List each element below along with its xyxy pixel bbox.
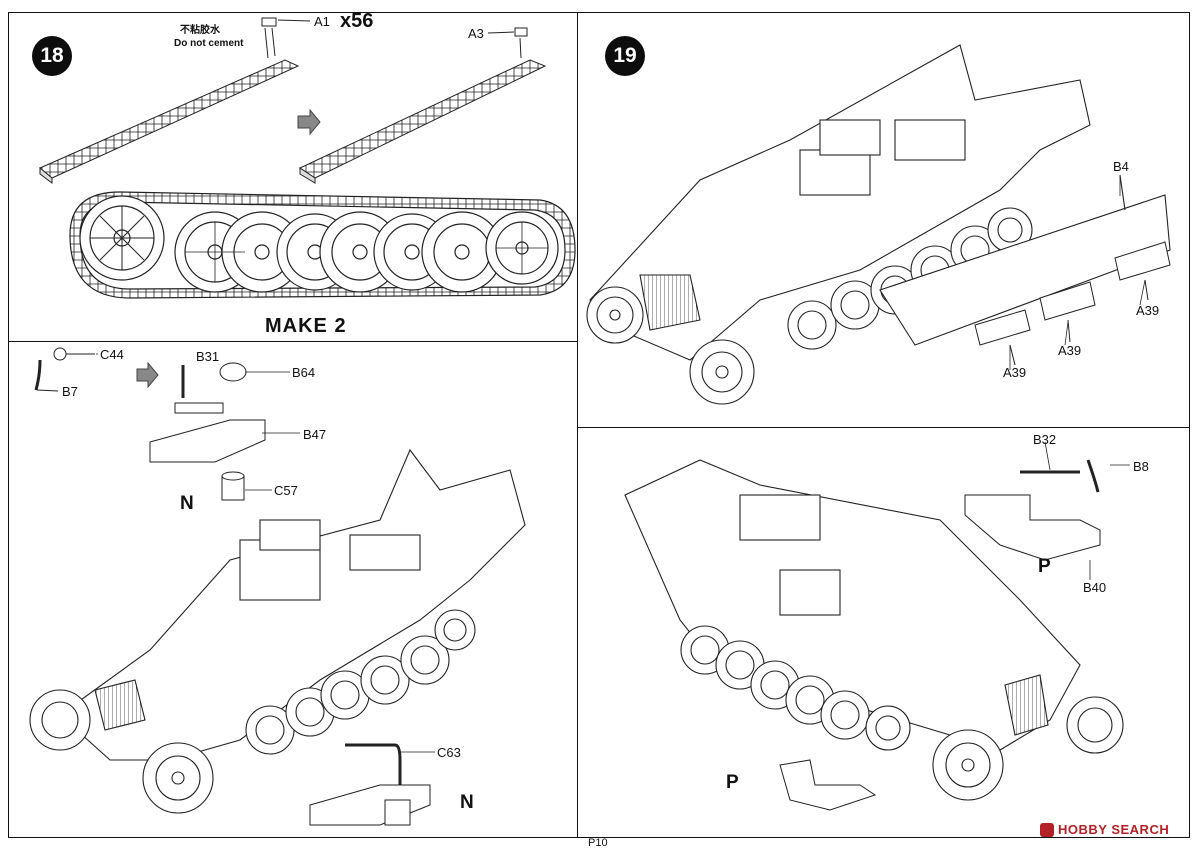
halftrack-hull-drawing-left [29, 448, 526, 814]
leader-lines [96, 176, 1146, 753]
part-label-a3: A3 [468, 26, 484, 41]
part-label-b7: B7 [62, 384, 78, 399]
track-part-a1-drawing [261, 17, 311, 59]
do-not-cement-note-cn: 不粘胶水 [180, 25, 220, 36]
fuel-pedestal-drawing [149, 362, 266, 501]
watermark: HOBBY SEARCH [1040, 822, 1169, 837]
part-label-b8: B8 [1133, 459, 1149, 474]
track-assembly-drawing [69, 191, 576, 299]
part-label-c63: C63 [437, 745, 461, 760]
track-part-a3-drawing [487, 27, 528, 59]
marker-p-top: P [1038, 556, 1051, 577]
track-segment-right [298, 59, 547, 184]
watermark-logo-icon [1040, 822, 1054, 837]
halftrack-hull-drawing-top [586, 44, 1091, 405]
marker-n-top: N [180, 493, 194, 514]
part-label-c57: C57 [274, 483, 298, 498]
part-label-a39-middle: A39 [1058, 343, 1082, 358]
part-label-b47: B47 [303, 427, 327, 442]
page-number: P10 [588, 837, 608, 849]
part-label-a39-right: A39 [1136, 303, 1160, 318]
make-quantity-label: MAKE 2 [265, 315, 347, 337]
storage-box-a39-drawings [974, 241, 1171, 366]
part-label-b64: B64 [292, 365, 316, 380]
marker-n-bottom: N [460, 792, 474, 813]
part-label-c44: C44 [100, 347, 124, 362]
part-label-b4: B4 [1113, 159, 1129, 174]
step-19-badge: 19 [605, 36, 645, 76]
part-label-a39-left: A39 [1003, 365, 1027, 380]
do-not-cement-note-en: Do not cement [174, 38, 244, 49]
part-a1-quantity: x56 [340, 10, 374, 32]
part-label-b32: B32 [1033, 432, 1057, 447]
assembly-arrow-icon [297, 108, 321, 136]
step-18-badge: 18 [32, 36, 72, 76]
fuel-pedestal-installed-drawing [309, 743, 431, 826]
marker-p-bottom: P [726, 772, 739, 793]
seat-bracket-p-drawing [779, 759, 877, 811]
track-segment-left [39, 59, 300, 184]
side-panel-b4-drawing [879, 174, 1171, 346]
part-label-a1: A1 [314, 14, 330, 29]
part-label-b40: B40 [1083, 580, 1107, 595]
part-label-b31: B31 [196, 349, 220, 364]
halftrack-hull-drawing-right [624, 459, 1124, 801]
part-c44-b7-drawing [34, 347, 95, 392]
watermark-text: HOBBY SEARCH [1058, 822, 1170, 837]
part-b32-b8-drawing [964, 459, 1101, 561]
assembly-arrow-icon-2 [136, 361, 159, 389]
